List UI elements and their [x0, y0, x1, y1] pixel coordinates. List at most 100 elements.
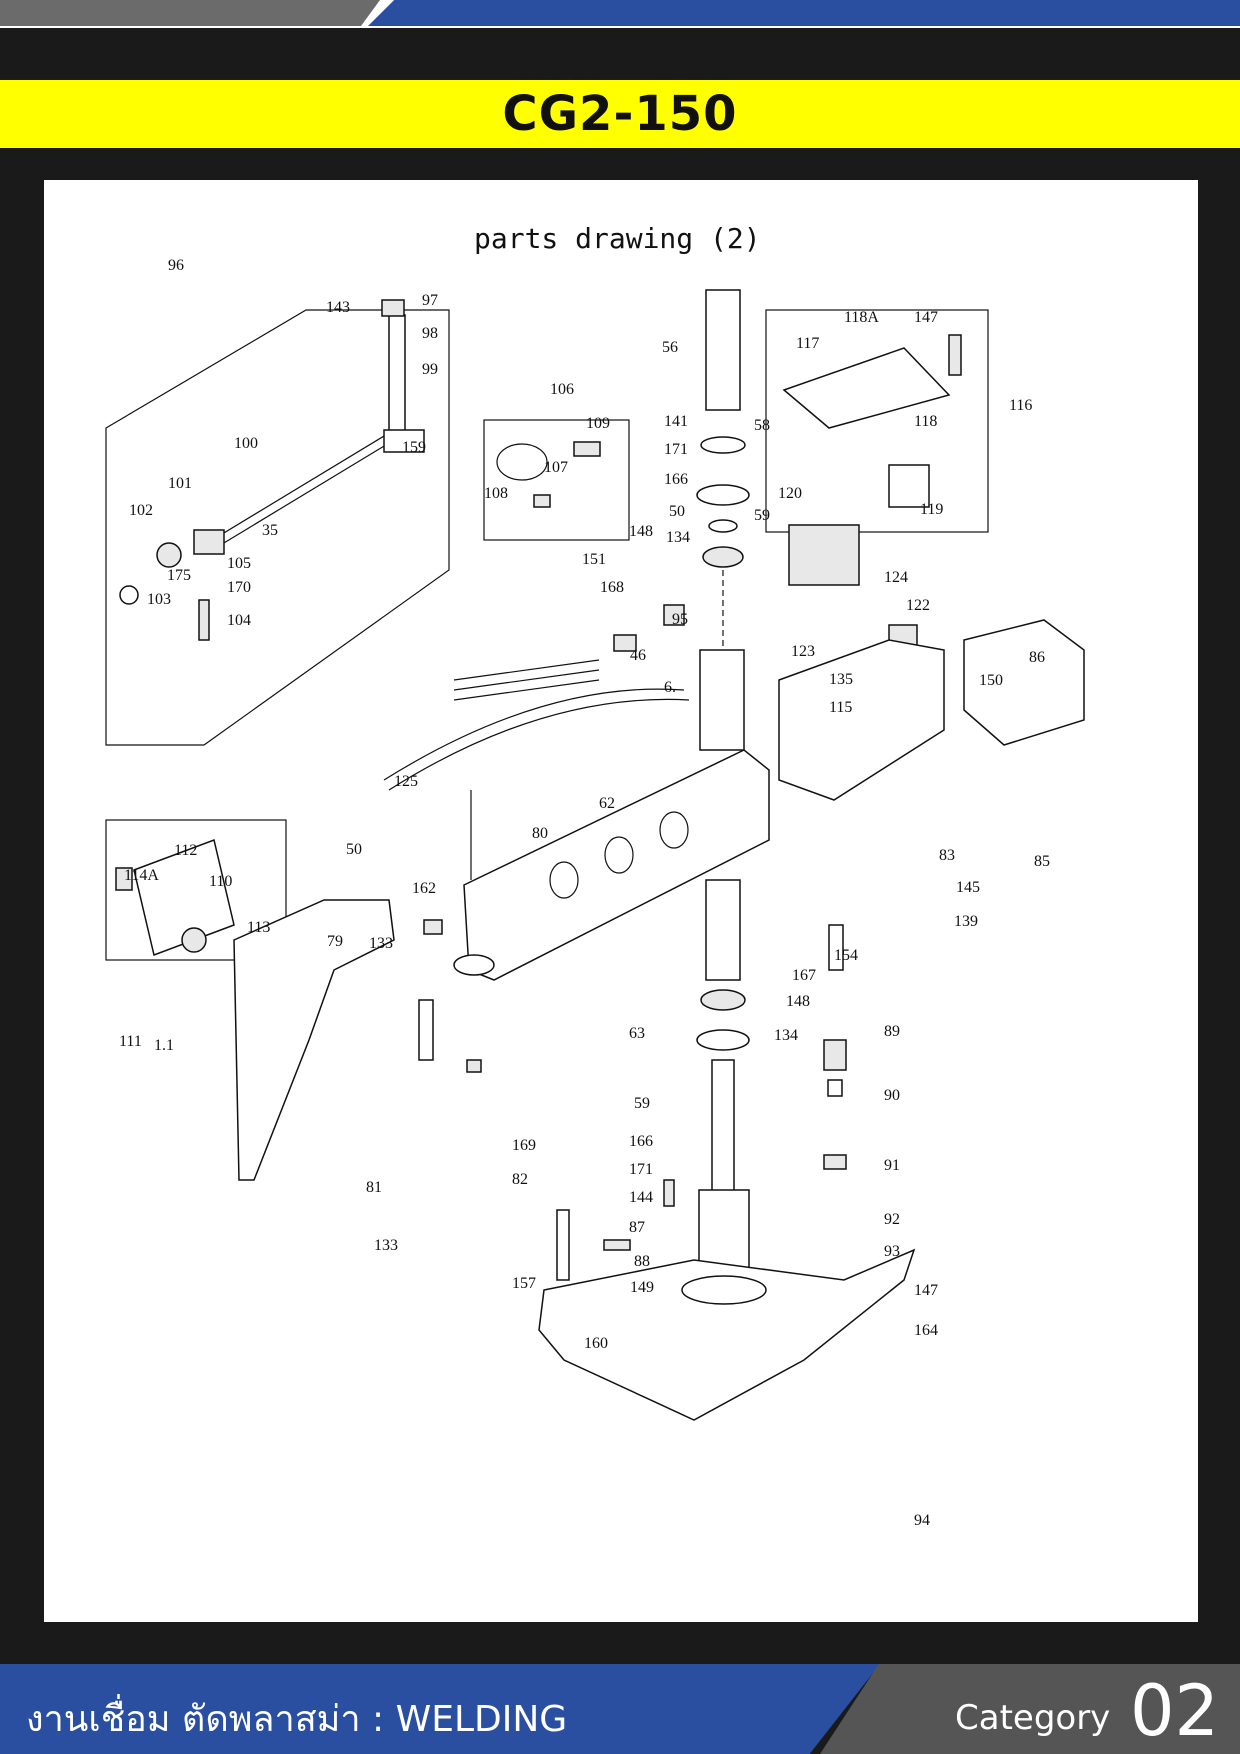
callout-label: 147 — [914, 1282, 938, 1299]
part-107-cable — [496, 443, 548, 481]
callout-label: 114A — [124, 867, 159, 884]
callout-label: 102 — [129, 502, 153, 519]
part-46-hose — [453, 659, 600, 681]
part-108 — [533, 494, 551, 508]
part-100 — [203, 429, 395, 546]
callout-label: 141 — [664, 413, 688, 430]
callout-label: 86 — [1029, 649, 1045, 666]
callout-label: 59 — [634, 1095, 650, 1112]
callout-label: 157 — [512, 1275, 536, 1292]
callout-label: 50 — [669, 503, 685, 520]
callout-label: 108 — [484, 485, 508, 502]
callout-label: 118 — [914, 413, 937, 430]
callout-label: 154 — [834, 947, 858, 964]
callout-label: 105 — [227, 555, 251, 572]
callout-label: 50 — [346, 841, 362, 858]
callout-label: 169 — [512, 1137, 536, 1154]
part-104 — [198, 599, 210, 641]
part-99 — [383, 429, 425, 453]
callout-label: 109 — [586, 415, 610, 432]
part-119 — [888, 464, 930, 508]
callout-label: 143 — [326, 299, 350, 316]
part-56 — [705, 289, 741, 411]
callout-label: 159 — [402, 439, 426, 456]
footer-section-label: งานเชื่อม ตัดพลาสม่า : WELDING — [26, 1699, 568, 1740]
callout-label: 167 — [792, 967, 816, 984]
callout-label: 103 — [147, 591, 171, 608]
callout-label: 81 — [366, 1179, 382, 1196]
part-134-top — [702, 546, 744, 568]
part-83-housing — [778, 639, 945, 801]
callout-label: 110 — [209, 873, 232, 890]
part-111-panel — [133, 838, 235, 957]
part-59 — [696, 484, 750, 506]
assembly-box-96 — [105, 309, 450, 746]
callout-label: 166 — [664, 471, 688, 488]
part-120-transformer — [788, 524, 860, 586]
callout-label: 148 — [786, 993, 810, 1010]
category-number: 02 — [1130, 1670, 1220, 1752]
callout-label: 83 — [939, 847, 955, 864]
callout-label: 62 — [599, 795, 615, 812]
part-95 — [663, 604, 685, 626]
callout-label: 124 — [884, 569, 908, 586]
callout-label: 166 — [629, 1133, 653, 1150]
callout-label: 164 — [914, 1322, 938, 1339]
callout-label: 59 — [754, 507, 770, 524]
callout-label: 90 — [884, 1087, 900, 1104]
callout-label: 120 — [778, 485, 802, 502]
callout-label: 150 — [979, 672, 1003, 689]
callout-label: 122 — [906, 597, 930, 614]
part-58 — [700, 436, 746, 454]
callout-label: 133 — [374, 1237, 398, 1254]
part-157 — [556, 1209, 570, 1281]
part-101 — [193, 529, 225, 555]
callout-labels: 96 143 97 98 99 159 100 101 102 35 105 1… — [119, 257, 1050, 1529]
part-102 — [156, 542, 182, 568]
part-103 — [119, 585, 139, 605]
callout-label: 148 — [629, 523, 653, 540]
callout-label: 63 — [629, 1025, 645, 1042]
callout-label: 89 — [884, 1023, 900, 1040]
callout-label: 111 — [119, 1033, 142, 1050]
callout-label: 101 — [168, 475, 192, 492]
callout-label: 104 — [227, 612, 251, 629]
callout-label: 115 — [829, 699, 852, 716]
callout-label: 133 — [369, 935, 393, 952]
callout-label: 171 — [664, 441, 688, 458]
callout-label: 95 — [672, 611, 688, 628]
part-59-bottom — [696, 1029, 750, 1051]
callout-label: 79 — [327, 933, 343, 950]
part-98 — [388, 314, 406, 436]
callout-label: 147 — [914, 309, 938, 326]
part-114A — [115, 867, 133, 891]
callout-label: 107 — [544, 459, 568, 476]
part-125 — [383, 688, 685, 781]
callout-label: 134 — [774, 1027, 798, 1044]
part-81 — [418, 999, 434, 1061]
part-94-base — [538, 1248, 916, 1421]
part-92 — [827, 1079, 843, 1097]
callout-label: 113 — [247, 919, 270, 936]
callout-label: 118A — [844, 309, 879, 326]
callout-label: 175 — [167, 567, 191, 584]
part-109 — [573, 441, 601, 457]
callout-label: 151 — [582, 551, 606, 568]
callout-label: 160 — [584, 1335, 608, 1352]
callout-label: 139 — [954, 913, 978, 930]
parts-drawing-panel: parts drawing (2) — [44, 180, 1198, 1622]
callout-label: 99 — [422, 361, 438, 378]
model-title: CG2-150 — [502, 86, 738, 142]
callout-label: 80 — [532, 825, 548, 842]
part-114-gauge — [181, 927, 207, 953]
callout-label: 93 — [884, 1243, 900, 1260]
category-label: Category — [955, 1698, 1111, 1738]
callout-label: 119 — [920, 501, 943, 518]
top-stripe-gray — [0, 0, 380, 26]
callout-label: 117 — [796, 335, 819, 352]
callout-label: 171 — [629, 1161, 653, 1178]
part-91 — [823, 1039, 847, 1071]
part-61 — [699, 649, 745, 751]
assembly-box-106 — [483, 419, 630, 541]
callout-label: 106 — [550, 381, 574, 398]
